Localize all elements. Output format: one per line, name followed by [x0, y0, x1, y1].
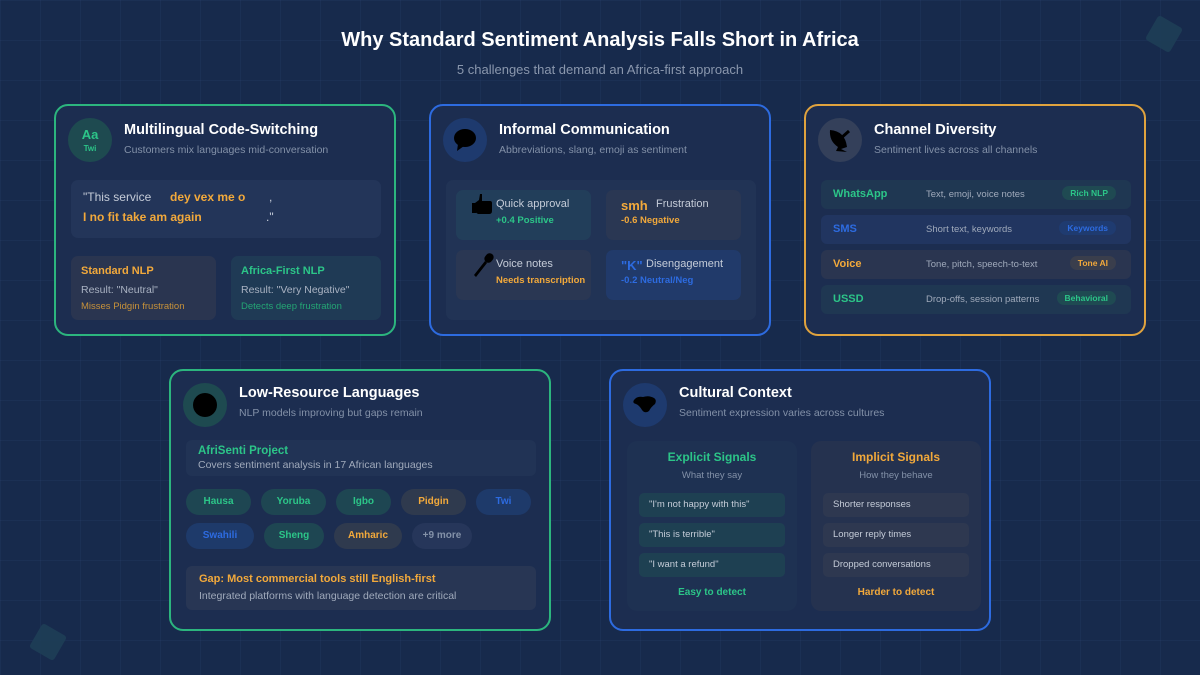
more-languages-chip[interactable]: +9 more — [412, 523, 472, 549]
channel-row-whatsapp: WhatsApp Text, emoji, voice notes Rich N… — [821, 180, 1131, 209]
signal-item: Dropped conversations — [823, 553, 969, 577]
language-chip: Pidgin — [401, 489, 466, 515]
page-subtitle: 5 challenges that demand an Africa-first… — [456, 62, 744, 77]
speech-bubble-icon — [443, 118, 487, 162]
language-chip: Yoruba — [261, 489, 326, 515]
language-chip: Igbo — [336, 489, 391, 515]
card-channel-diversity: Channel Diversity Sentiment lives across… — [804, 104, 1146, 336]
microphone-icon — [471, 252, 495, 283]
card-title: Informal Communication — [499, 122, 670, 138]
status-badge: Keywords — [1059, 221, 1116, 235]
africa-map-icon — [623, 383, 667, 427]
language-chip: Swahili — [186, 523, 254, 549]
example-quote: "This service dey vex me o , I no fit ta… — [71, 180, 381, 238]
standard-nlp-box: Standard NLP Result: "Neutral" Misses Pi… — [71, 256, 216, 320]
card-subtitle: Abbreviations, slang, emoji as sentiment — [499, 144, 687, 156]
card-subtitle: Sentiment lives across all channels — [874, 144, 1038, 156]
channel-row-ussd: USSD Drop-offs, session patterns Behavio… — [821, 285, 1131, 314]
thumbs-up-icon — [471, 192, 493, 221]
informal-item: "K" Disengagement -0.2 Neutral/Neg — [606, 250, 741, 300]
channel-row-sms: SMS Short text, keywords Keywords — [821, 215, 1131, 244]
card-title: Low-Resource Languages — [239, 385, 420, 401]
status-badge: Tone AI — [1069, 256, 1116, 270]
status-badge: Rich NLP — [1062, 186, 1116, 200]
africa-first-nlp-box: Africa-First NLP Result: "Very Negative"… — [231, 256, 381, 320]
card-subtitle: Sentiment expression varies across cultu… — [679, 407, 885, 419]
status-badge: Behavioral — [1056, 291, 1116, 305]
card-subtitle: NLP models improving but gaps remain — [239, 407, 423, 419]
card-informal-communication: Informal Communication Abbreviations, sl… — [429, 104, 771, 336]
page-title: Why Standard Sentiment Analysis Falls Sh… — [341, 29, 859, 51]
globe-icon — [183, 383, 227, 427]
smh-tag: smh — [621, 198, 648, 213]
gap-callout: Gap: Most commercial tools still English… — [186, 566, 536, 610]
card-low-resource-languages: Low-Resource Languages NLP models improv… — [169, 369, 551, 631]
card-subtitle: Customers mix languages mid-conversation — [124, 144, 329, 156]
informal-item: Quick approval +0.4 Positive — [456, 190, 591, 240]
afrisenti-project-box: AfriSenti Project Covers sentiment analy… — [186, 440, 536, 476]
card-code-switching: Aa Twi Multilingual Code-Switching Custo… — [54, 104, 396, 336]
card-title: Channel Diversity — [874, 122, 997, 138]
card-title: Multilingual Code-Switching — [124, 122, 319, 138]
signal-item: "This is terrible" — [639, 523, 785, 547]
aa-language-icon: Aa Twi — [68, 118, 112, 162]
implicit-signals-column: Implicit Signals How they behave Shorter… — [811, 441, 981, 611]
signal-item: Longer reply times — [823, 523, 969, 547]
informal-item: smh Frustration -0.6 Negative — [606, 190, 741, 240]
informal-examples: Quick approval +0.4 Positive smh Frustra… — [446, 180, 756, 320]
signal-item: Shorter responses — [823, 493, 969, 517]
explicit-signals-column: Explicit Signals What they say "I'm not … — [627, 441, 797, 611]
language-chip: Twi — [476, 489, 531, 515]
signal-item: "I want a refund" — [639, 553, 785, 577]
language-chip: Sheng — [264, 523, 324, 549]
language-chip: Hausa — [186, 489, 251, 515]
signal-item: "I'm not happy with this" — [639, 493, 785, 517]
informal-item: Voice notes Needs transcription — [456, 250, 591, 300]
channel-row-voice: Voice Tone, pitch, speech-to-text Tone A… — [821, 250, 1131, 279]
decorative-square — [28, 622, 68, 662]
language-chip: Amharic — [334, 523, 402, 549]
card-cultural-context: Cultural Context Sentiment expression va… — [609, 369, 991, 631]
card-title: Cultural Context — [679, 385, 792, 401]
satellite-dish-icon — [818, 118, 862, 162]
k-tag: "K" — [621, 258, 643, 273]
